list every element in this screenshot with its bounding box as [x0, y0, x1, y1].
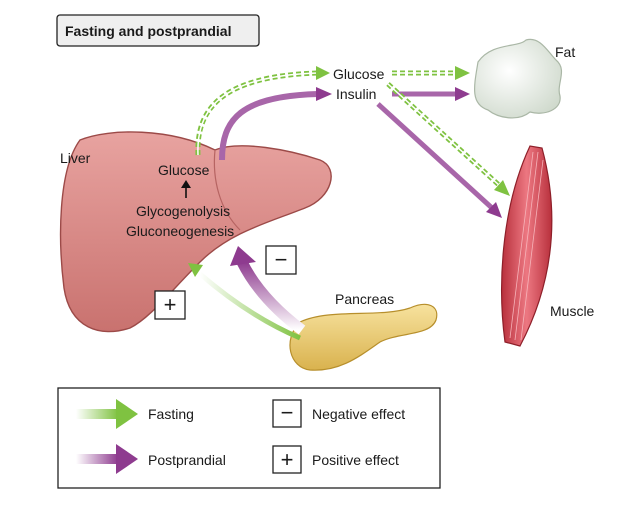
legend-negative-symbol: − [281, 400, 294, 425]
pancreas-organ [289, 303, 438, 371]
muscle-label: Muscle [550, 303, 595, 319]
legend-positive-label: Positive effect [312, 452, 399, 468]
positive-effect-symbol: + [164, 292, 177, 317]
legend-negative-label: Negative effect [312, 406, 405, 422]
glucose-up-arrow-icon [181, 180, 191, 198]
glycogenolysis-label: Glycogenolysis [136, 203, 230, 219]
pancreas-to-liver-postprandial-arrow [230, 246, 306, 335]
legend-postprandial-arrow-icon [76, 444, 138, 474]
title-box: Fasting and postprandial [56, 14, 260, 47]
title-text: Fasting and postprandial [65, 23, 231, 39]
liver-glucose-label: Glucose [158, 162, 210, 178]
legend-positive-symbol: + [281, 447, 294, 472]
signal-insulin-label: Insulin [336, 86, 376, 102]
negative-effect-symbol: − [275, 247, 288, 272]
glucose-to-fat-arrow [392, 66, 470, 80]
fat-organ [474, 38, 563, 119]
liver-glucose-dashed-arrow [195, 66, 330, 156]
fat-label: Fat [555, 44, 575, 60]
liver-organ [59, 131, 332, 333]
insulin-to-muscle-arrow [376, 102, 502, 218]
legend-fasting-arrow-icon [76, 399, 138, 429]
pancreas-to-liver-fasting-arrow [188, 263, 301, 341]
liver-insulin-arrow [219, 87, 332, 161]
pancreas-label: Pancreas [335, 291, 394, 307]
gluconeogenesis-label: Gluconeogenesis [126, 223, 234, 239]
liver-label: Liver [60, 150, 91, 166]
signal-glucose-label: Glucose [333, 66, 385, 82]
positive-effect-badge: + [154, 290, 186, 320]
legend: Fasting Postprandial − Negative effect +… [57, 387, 441, 489]
negative-effect-badge: − [265, 245, 297, 275]
glucose-to-muscle-arrow [386, 82, 510, 196]
legend-fasting-label: Fasting [148, 406, 194, 422]
muscle-organ [501, 145, 553, 347]
legend-postprandial-label: Postprandial [148, 452, 226, 468]
